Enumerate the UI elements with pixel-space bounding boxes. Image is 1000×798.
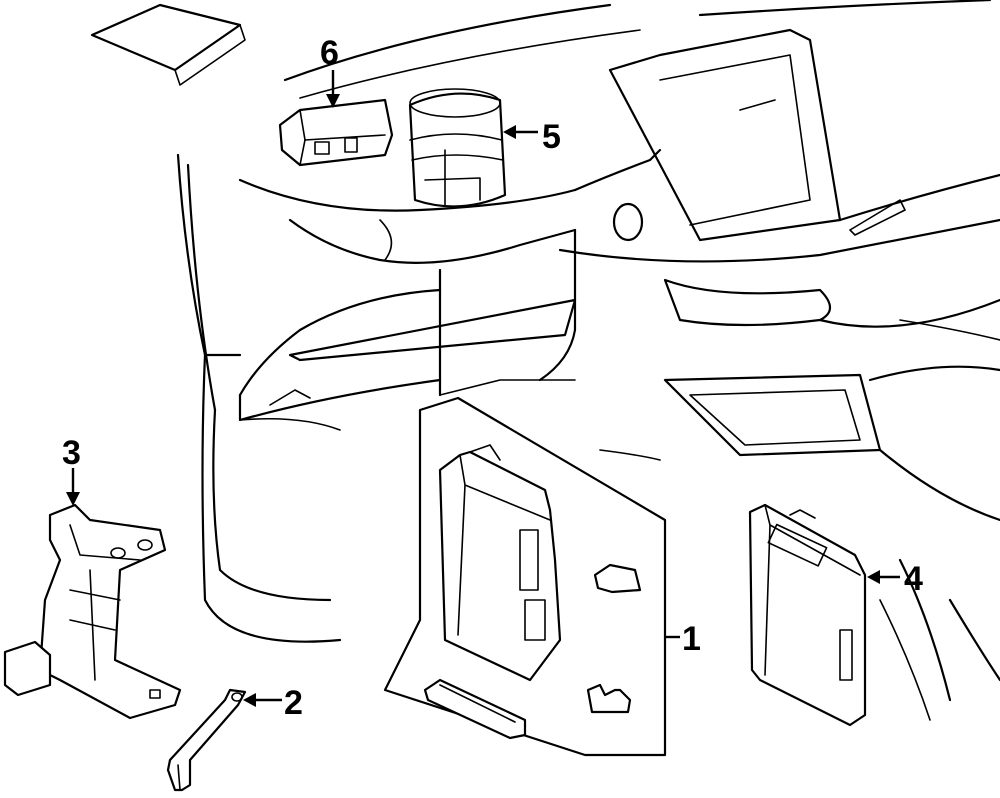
callout-4-label: 4 <box>904 560 923 598</box>
part-5-cylinder-module <box>408 88 507 208</box>
callout-1-label: 1 <box>682 620 701 658</box>
part-3-bracket <box>3 503 182 720</box>
callout-3-label: 3 <box>62 434 81 472</box>
part-2-clip <box>166 688 247 792</box>
part-6-relay-block <box>278 98 394 167</box>
part-4-ecu-box <box>748 503 867 727</box>
callout-2-label: 2 <box>284 684 303 722</box>
callout-5-label: 5 <box>542 118 561 156</box>
callout-6-label: 6 <box>320 34 339 72</box>
dashboard-background <box>90 0 1000 721</box>
callout-labels: 6 5 3 2 4 1 <box>62 34 923 722</box>
callout-arrows <box>66 70 900 707</box>
part-1-module-group <box>383 396 667 757</box>
